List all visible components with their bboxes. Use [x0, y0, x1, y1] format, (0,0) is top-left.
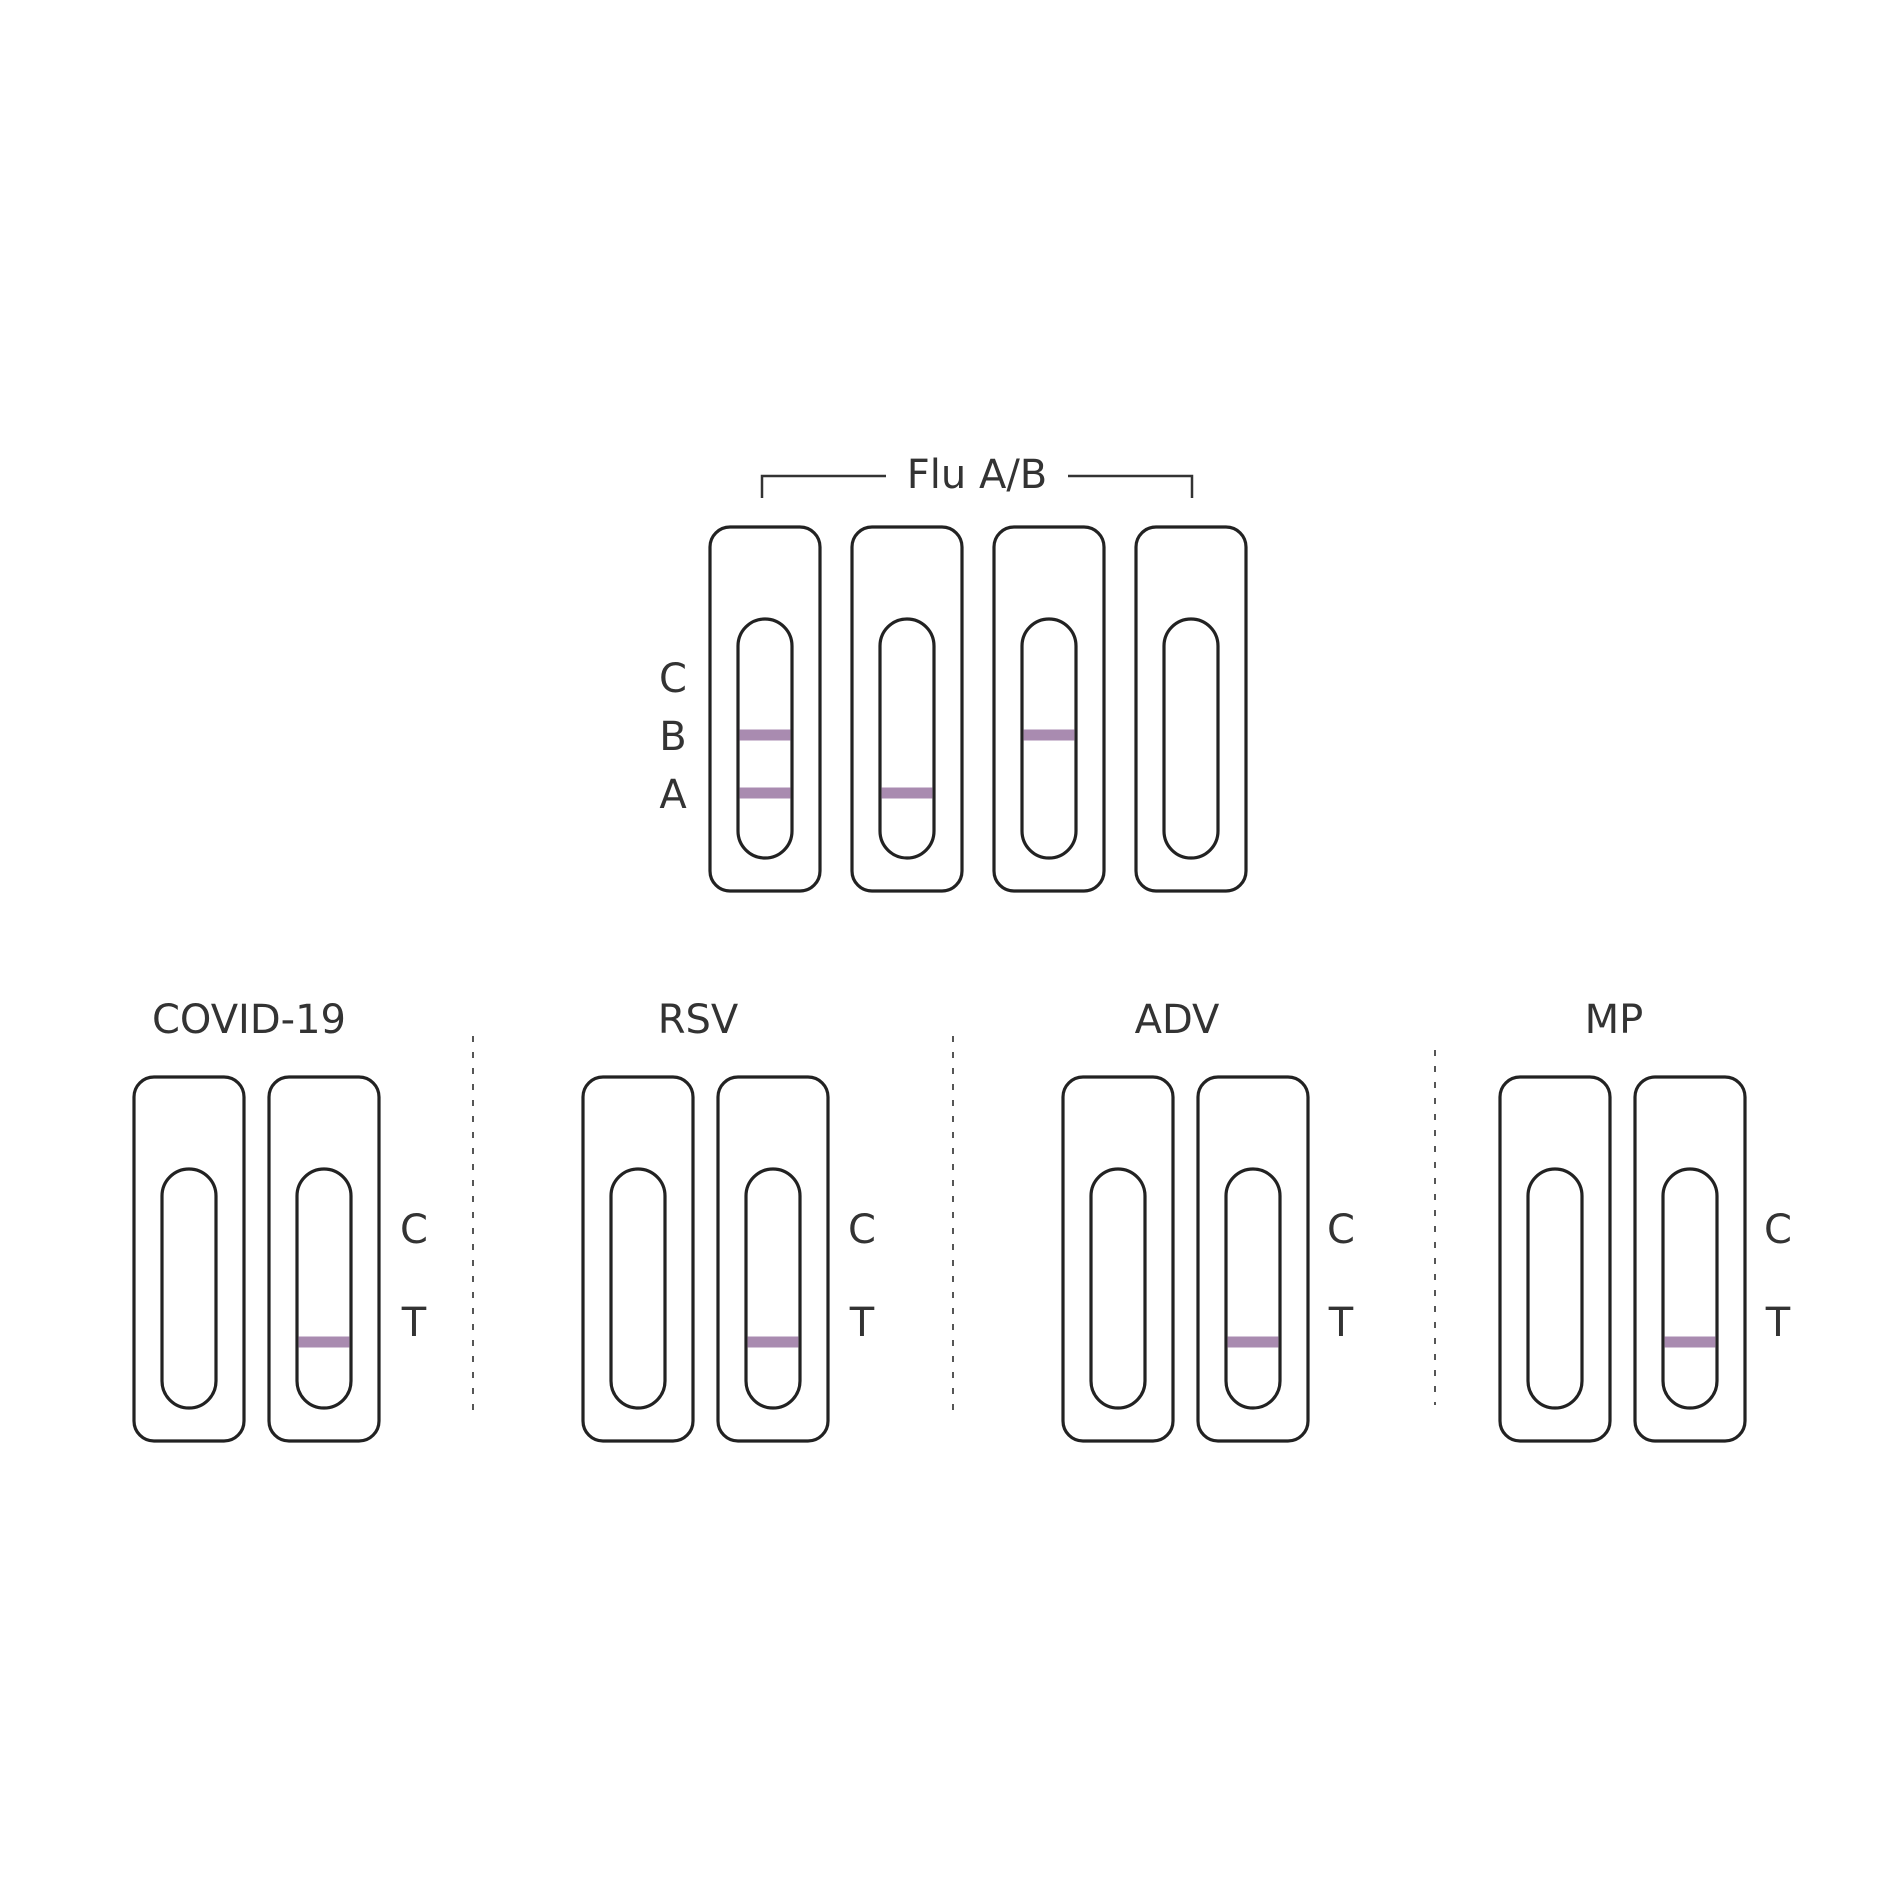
cassette-body [1633, 1075, 1747, 1443]
result-window [736, 617, 794, 860]
test-cassette [716, 1075, 830, 1443]
test-cassette [1633, 1075, 1747, 1443]
group-title-covid: COVID-19 [152, 997, 346, 1043]
cassette-body [992, 525, 1106, 893]
result-window [1020, 617, 1078, 860]
mp-label-t: T [1765, 1300, 1791, 1346]
group-cassettes [132, 1075, 1747, 1443]
result-window [744, 1167, 802, 1410]
test-cassette [1061, 1075, 1175, 1443]
cassette-body [850, 525, 964, 893]
cassette-body [1134, 525, 1248, 893]
cassette-body [132, 1075, 246, 1443]
flu-bracket [760, 474, 1194, 498]
cassette-body [708, 525, 822, 893]
cassette-body [1498, 1075, 1612, 1443]
adv-label-c: C [1327, 1207, 1355, 1253]
cassette-body [581, 1075, 695, 1443]
result-window [295, 1167, 353, 1410]
cassette-body [1196, 1075, 1310, 1443]
test-cassette [267, 1075, 381, 1443]
rsv-label-c: C [848, 1207, 876, 1253]
result-window [160, 1167, 218, 1410]
flu-label-c: C [659, 656, 687, 702]
flu-title: Flu A/B [907, 452, 1047, 498]
cassette-body [267, 1075, 381, 1443]
test-cassette [850, 525, 964, 893]
group-title-mp: MP [1585, 997, 1644, 1043]
result-window [878, 617, 936, 860]
result-window [609, 1167, 667, 1410]
adv-label-t: T [1328, 1300, 1354, 1346]
flu-cassettes [708, 525, 1248, 893]
cassette-body [716, 1075, 830, 1443]
result-window [1162, 617, 1220, 860]
flu-label-a: A [659, 772, 687, 818]
result-window [1089, 1167, 1147, 1410]
test-cassette [1134, 525, 1248, 893]
test-cassette [1498, 1075, 1612, 1443]
test-cassette [132, 1075, 246, 1443]
result-window [1661, 1167, 1719, 1410]
group-title-rsv: RSV [658, 997, 739, 1043]
bracket-left [760, 474, 886, 498]
bracket-right [1068, 474, 1194, 498]
test-cassette [1196, 1075, 1310, 1443]
mp-label-c: C [1764, 1207, 1792, 1253]
flu-label-b: B [659, 714, 686, 760]
covid-label-t: T [401, 1300, 427, 1346]
result-window [1224, 1167, 1282, 1410]
rsv-label-t: T [849, 1300, 875, 1346]
group-title-adv: ADV [1135, 997, 1220, 1043]
cassette-body [1061, 1075, 1175, 1443]
result-window [1526, 1167, 1584, 1410]
test-cassette [992, 525, 1106, 893]
covid-label-c: C [400, 1207, 428, 1253]
test-cassette [581, 1075, 695, 1443]
test-cassette [708, 525, 822, 893]
